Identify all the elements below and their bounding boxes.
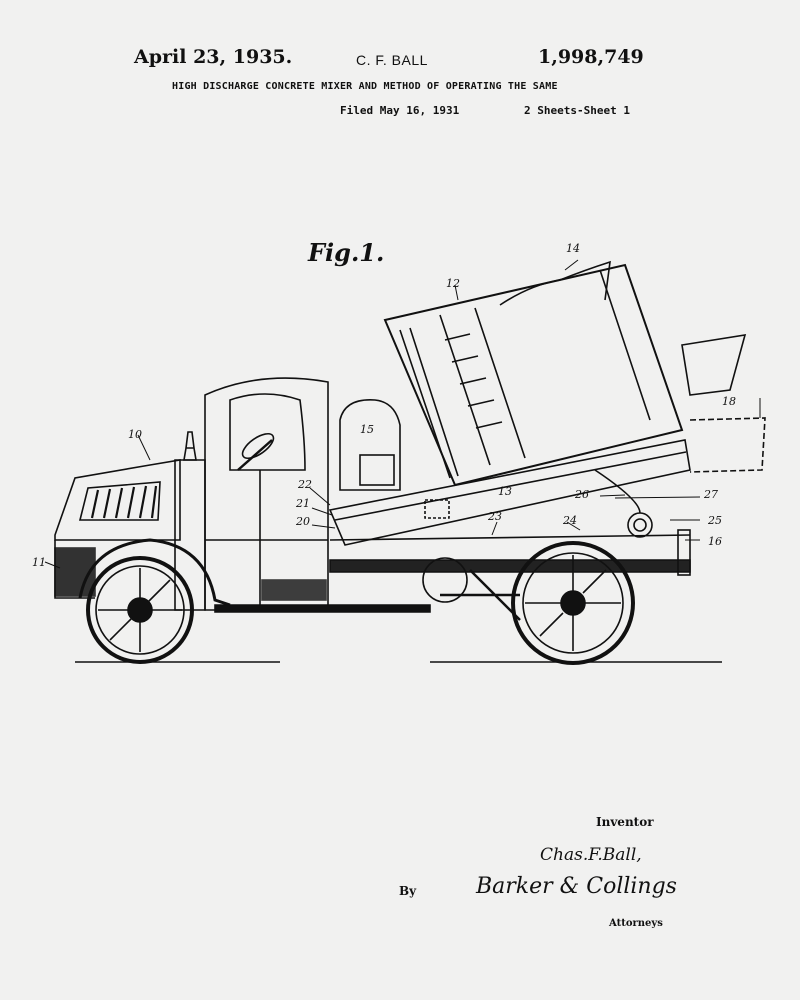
leader-lines bbox=[44, 259, 761, 569]
ref-18: 18 bbox=[722, 395, 736, 408]
ref-15: 15 bbox=[360, 423, 374, 436]
by-label: By bbox=[399, 884, 417, 898]
rear-wheel bbox=[511, 541, 635, 665]
front-wheel bbox=[86, 556, 194, 664]
ref-10: 10 bbox=[128, 428, 142, 441]
inventor-header: C. F. BALL bbox=[356, 52, 428, 68]
cab bbox=[204, 377, 329, 611]
patent-number: 1,998,749 bbox=[538, 46, 644, 68]
patent-date: April 23, 1935. bbox=[134, 46, 293, 68]
filed-date: Filed May 16, 1931 bbox=[340, 104, 460, 117]
mixer-drum bbox=[383, 260, 766, 487]
patent-title: HIGH DISCHARGE CONCRETE MIXER AND METHOD… bbox=[172, 81, 558, 92]
attorneys-label: Attorneys bbox=[609, 918, 663, 929]
engine-block bbox=[359, 454, 395, 486]
attorney-signature: Barker & Collings bbox=[476, 874, 677, 899]
figure-label: Fig.1. bbox=[308, 238, 385, 267]
ref-23: 23 bbox=[487, 510, 502, 523]
ref-13: 13 bbox=[498, 485, 512, 498]
ref-27: 27 bbox=[703, 488, 718, 501]
inventor-name: Chas.F.Ball, bbox=[540, 845, 642, 865]
ref-25: 25 bbox=[707, 514, 722, 527]
sheet-count: 2 Sheets-Sheet 1 bbox=[524, 104, 630, 117]
tilting-frame bbox=[328, 439, 691, 546]
ref-21: 21 bbox=[295, 497, 310, 510]
ref-20: 20 bbox=[295, 515, 310, 528]
chassis bbox=[78, 529, 691, 621]
ref-16: 16 bbox=[708, 535, 722, 548]
ref-24: 24 bbox=[562, 514, 577, 527]
ref-26: 26 bbox=[574, 488, 589, 501]
ref-11: 11 bbox=[32, 556, 46, 569]
inventor-label: Inventor bbox=[596, 815, 654, 829]
transmission bbox=[422, 557, 468, 603]
ref-12: 12 bbox=[446, 277, 460, 290]
ref-22: 22 bbox=[297, 478, 312, 491]
ref-14: 14 bbox=[566, 242, 580, 255]
water-tank bbox=[339, 399, 401, 491]
